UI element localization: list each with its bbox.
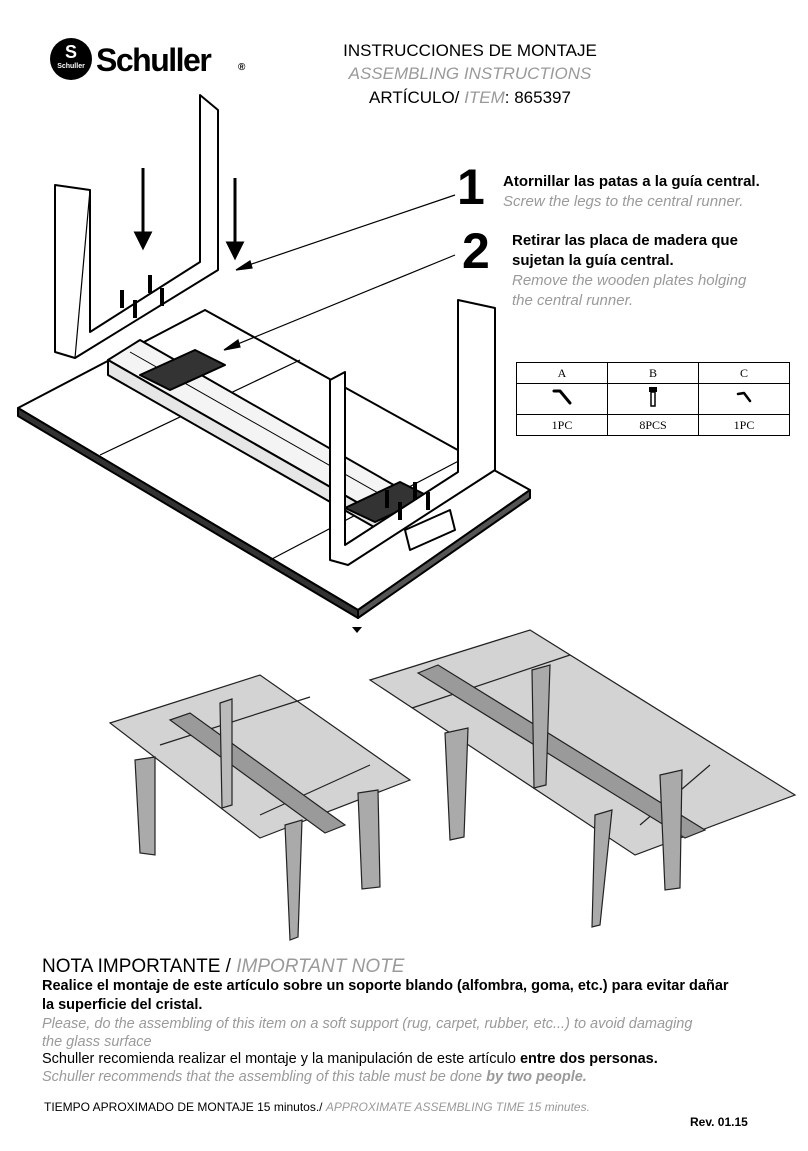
title-english: ASSEMBLING INSTRUCTIONS [348, 64, 592, 83]
article-line: ARTÍCULO/ ITEM: 865397 [250, 87, 690, 109]
wooden-plate-1 [139, 349, 226, 391]
logo-badge: S Schuller [50, 38, 92, 80]
recommendation-english-emphasis: by two people. [486, 1069, 587, 1085]
step-2-text-spanish-1: Retirar las placa de madera que [512, 232, 738, 249]
hook-key-icon [736, 391, 752, 403]
recommendation-english-text: Schuller recommends that the assembling … [42, 1069, 487, 1085]
part-b-quantity: 8PCS [607, 414, 699, 436]
bolt-icon [649, 387, 657, 407]
parts-quantity-row: 1PC 8PCS 1PC [516, 414, 790, 436]
left-leg [54, 94, 219, 359]
item-label: ITEM [464, 88, 505, 107]
step-1-text-spanish: Atornillar las patas a la guía central. [503, 173, 760, 190]
parts-icon-row [516, 383, 790, 415]
logo-registered-mark: ® [238, 62, 246, 73]
part-c-quantity: 1PC [698, 414, 790, 436]
important-note-title-spanish: NOTA IMPORTANTE / [42, 956, 231, 977]
logo-badge-letter: S [64, 42, 77, 62]
assembly-time-english: APPROXIMATE ASSEMBLING TIME 15 minutes. [325, 1100, 590, 1114]
note-line-2-spanish: la superficie del cristal. [42, 997, 203, 1013]
assembly-time-spanish: TIEMPO APROXIMADO DE MONTAJE 15 minutos.… [44, 1100, 323, 1114]
assembled-tables-illustration [108, 629, 797, 941]
step-1-text: Atornillar las patas a la guía central. … [503, 172, 760, 212]
assembled-table-extended [368, 629, 797, 928]
recommendation-spanish-text: Schuller recomienda realizar el montaje … [42, 1051, 520, 1067]
allen-key-icon [552, 389, 572, 405]
step-1-number: 1 [457, 159, 485, 215]
step-2-text-english-2: the central runner. [512, 292, 634, 309]
assembled-table-closed [108, 674, 412, 941]
important-note-title: NOTA IMPORTANTE / IMPORTANT NOTE [42, 955, 404, 979]
note-line-1-english: Please, do the assembling of this item o… [42, 1016, 693, 1032]
step-2-number: 2 [462, 223, 490, 279]
item-colon: : [504, 88, 510, 107]
step-2-text: Retirar las placa de madera que sujetan … [512, 231, 746, 311]
note-line-2-english: the glass surface [42, 1034, 152, 1050]
part-b-header: B [607, 362, 699, 384]
title-spanish: INSTRUCCIONES DE MONTAJE [343, 41, 597, 60]
item-number: 865397 [514, 88, 571, 107]
note-line-1-spanish: Realice el montaje de este artículo sobr… [42, 978, 729, 994]
recommendation-spanish-emphasis: entre dos personas. [519, 1051, 658, 1067]
step-2-text-spanish-2: sujetan la guía central. [512, 252, 674, 269]
step-2-text-english-1: Remove the wooden plates holging [512, 272, 747, 289]
revision-label: Rev. 01.15 [690, 1115, 748, 1129]
part-a-quantity: 1PC [516, 414, 608, 436]
important-note-title-english: IMPORTANT NOTE [236, 956, 405, 977]
exploded-assembly-illustration [17, 94, 531, 633]
assembly-time: TIEMPO APROXIMADO DE MONTAJE 15 minutos.… [44, 1100, 590, 1114]
recommendation-spanish: Schuller recomienda realizar el montaje … [42, 1050, 772, 1069]
step-1-text-english: Screw the legs to the central runner. [503, 193, 744, 210]
brand-logo: S Schuller Schuller ® [50, 38, 255, 83]
parts-header-row: A B C [516, 362, 790, 384]
article-label: ARTÍCULO/ [369, 88, 460, 107]
logo-badge-name: Schuller [57, 63, 85, 70]
parts-table: A B C 1PC 8PCS 1PC [516, 362, 790, 436]
logo-wordmark: Schuller [96, 42, 212, 78]
recommendation-english: Schuller recommends that the assembling … [42, 1068, 772, 1087]
part-c-header: C [698, 362, 790, 384]
part-a-header: A [516, 362, 608, 384]
